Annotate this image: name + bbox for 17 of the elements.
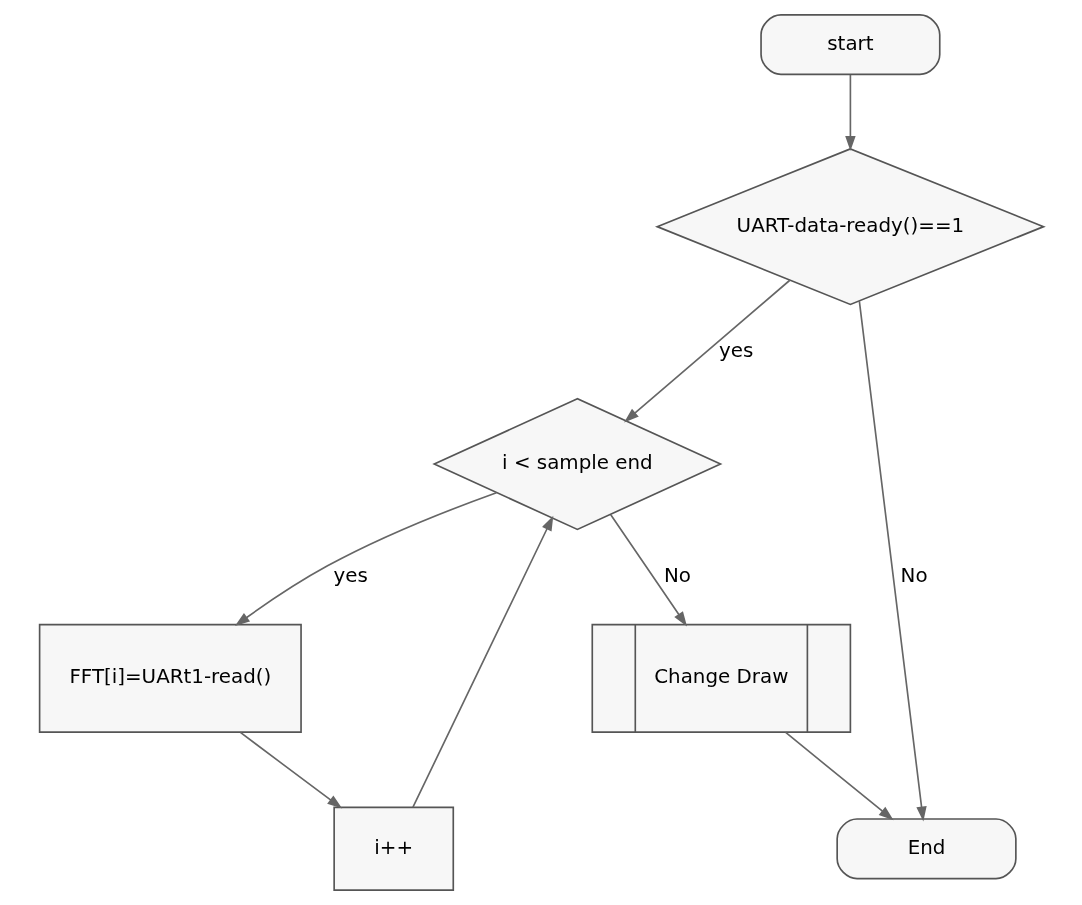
arrow: [844, 74, 856, 151]
arrow: [411, 515, 553, 808]
edge-label: No: [900, 563, 928, 587]
arrow: [784, 731, 894, 821]
arrow: [858, 300, 927, 822]
node-box: i++: [332, 806, 454, 891]
arrow: [609, 513, 687, 627]
edge-label: yes: [718, 338, 753, 362]
arrow: [623, 279, 791, 423]
node-box: FFT[i]=UARt1-read(): [38, 623, 302, 733]
node-box: start: [759, 14, 941, 76]
node-box: End: [835, 818, 1017, 880]
arrow: [234, 491, 497, 626]
edge-label: yes: [333, 563, 368, 587]
edge-label: No: [663, 563, 691, 587]
arrow: [239, 731, 342, 809]
node-diamond: UART-data-ready()==1: [654, 148, 1046, 306]
